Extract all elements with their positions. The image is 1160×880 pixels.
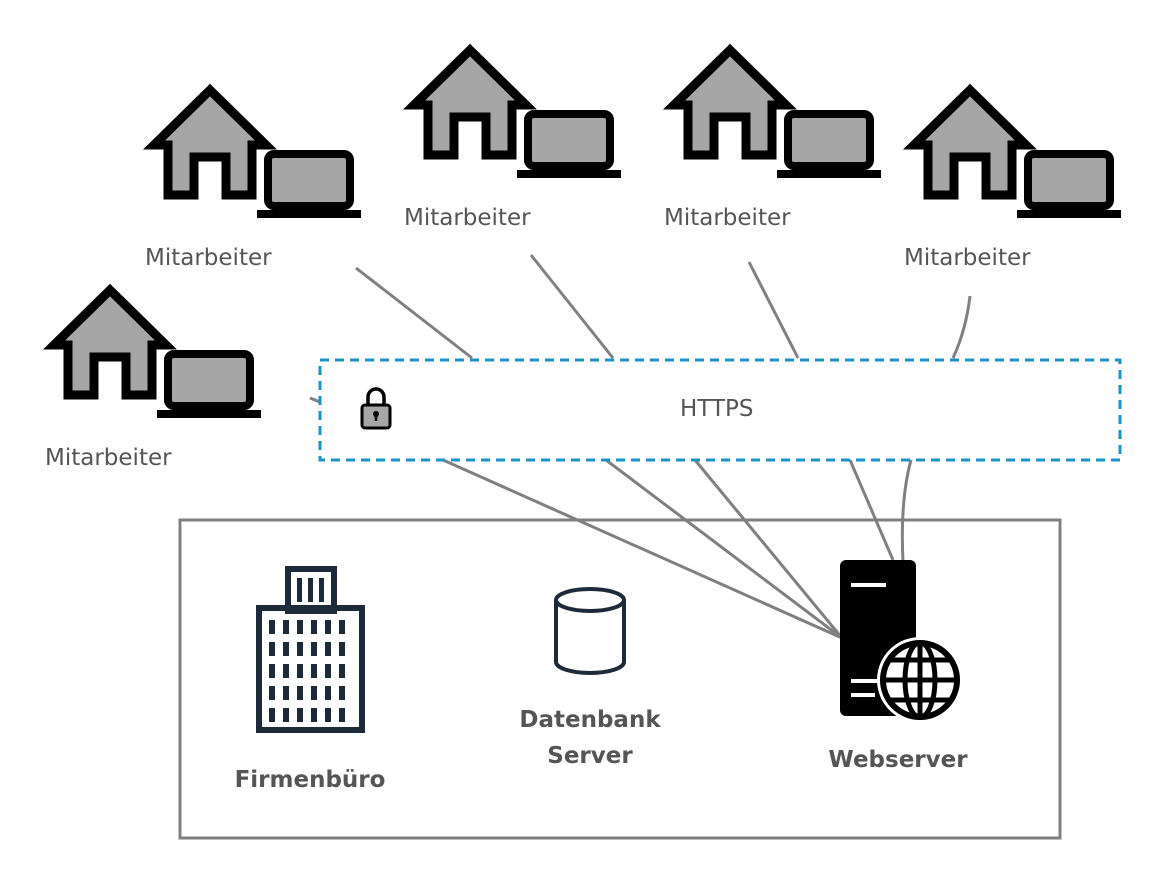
office-building-label: Firmenbüro (234, 767, 386, 793)
office-building-icon (256, 566, 365, 733)
house-icon (154, 90, 266, 195)
connection-line (605, 458, 843, 640)
employee-label: Mitarbeiter (404, 205, 531, 231)
laptop-icon (157, 354, 261, 418)
house-icon (914, 90, 1026, 195)
laptop-icon (517, 114, 621, 178)
laptop-icon (1017, 154, 1121, 218)
house-icon (674, 50, 786, 155)
connection-line (693, 459, 844, 639)
employee-workstation (414, 50, 621, 178)
employee-workstation (54, 290, 261, 418)
laptop-icon (777, 114, 881, 178)
employee-label: Mitarbeiter (904, 245, 1031, 271)
connection-line (951, 295, 972, 359)
employee-workstation (674, 50, 881, 178)
employee-label: Mitarbeiter (45, 445, 172, 471)
house-icon (414, 50, 526, 155)
employee-workstation (154, 90, 361, 218)
office-network-box (178, 518, 1062, 840)
connection-line (900, 459, 913, 563)
house-icon (54, 290, 166, 395)
employee-label: Mitarbeiter (664, 205, 791, 231)
connection-line (355, 266, 473, 360)
connection-line (442, 458, 843, 640)
connection-line (747, 261, 800, 359)
database-icon (554, 587, 626, 675)
https-label: HTTPS (680, 396, 754, 422)
connection-lines (309, 254, 972, 640)
database-server-label: Datenbank Server (519, 707, 661, 769)
connection-line (529, 254, 615, 359)
employee-workstation (914, 90, 1121, 218)
lock-icon (360, 387, 392, 430)
laptop-icon (257, 154, 361, 218)
webserver-label: Webserver (828, 747, 968, 773)
globe-icon (877, 637, 963, 723)
connection-line (848, 459, 895, 561)
employee-label: Mitarbeiter (145, 245, 272, 271)
connection-line (309, 396, 321, 404)
